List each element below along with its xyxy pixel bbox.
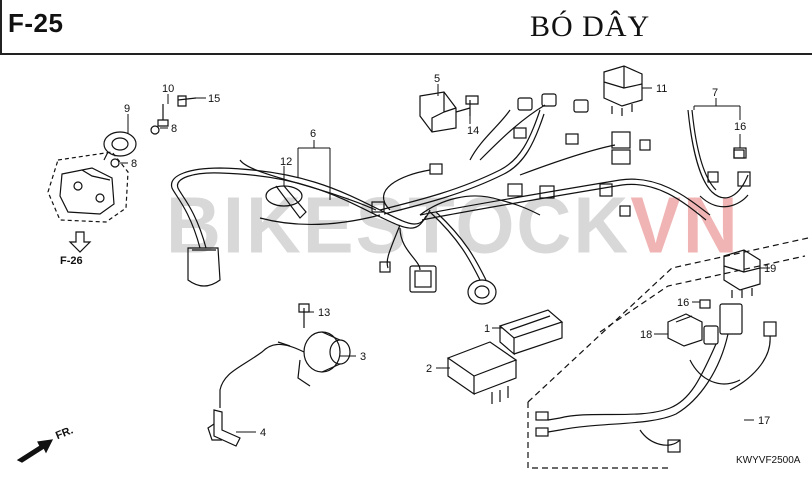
watermark-text-a: BIKESTOCK: [166, 180, 631, 271]
harness-boot: [187, 247, 221, 287]
header-left-border: [0, 0, 2, 54]
part-4-plug-cap: [207, 409, 241, 447]
page-code: F-25: [8, 8, 64, 38]
part-11-relay: [603, 65, 643, 116]
part-2-control-unit: [446, 341, 518, 404]
callout-4: 4: [260, 427, 266, 439]
inset-17-border-bottom: [527, 402, 672, 469]
callout-13: 13: [318, 307, 330, 319]
callout-19: 19: [764, 263, 776, 275]
callout-16b: 16: [677, 297, 689, 309]
callout-5: 5: [434, 73, 440, 85]
callout-14: 14: [467, 125, 479, 137]
callout-6: 6: [310, 128, 316, 140]
part-14-bolt: [465, 95, 479, 116]
callout-15: 15: [208, 93, 220, 105]
part-19-relay: [723, 249, 761, 298]
leader-lines: [120, 84, 770, 433]
header-divider: [0, 53, 812, 55]
part-13-bolt: [298, 303, 310, 328]
page-title: BÓ DÂY: [530, 10, 651, 43]
part-10-bolt: [157, 104, 169, 127]
inset-17-border-top: [527, 237, 809, 403]
watermark-text-b: VN: [630, 180, 740, 271]
callout-16a: 16: [734, 121, 746, 133]
part-15-bolt: [177, 95, 197, 107]
part-6-main-harness: [171, 104, 711, 281]
crossref-arrow: [68, 231, 92, 253]
inset-17-border-inner: [599, 255, 806, 333]
part-7-sub-harness: [687, 109, 751, 208]
reference-code: KWYVF2500A: [736, 455, 801, 466]
callout-1: 1: [484, 323, 490, 335]
callout-17: 17: [758, 415, 770, 427]
front-arrow-icon: [16, 439, 54, 463]
part-18-connector: [667, 313, 703, 347]
bracket-inset-border: [47, 151, 129, 223]
part-1-fuse-box: [498, 309, 564, 356]
mount-bracket: [59, 167, 115, 215]
callout-10: 10: [162, 83, 174, 95]
callout-11: 11: [656, 83, 667, 95]
callout-7: 7: [712, 87, 718, 99]
part-3-ignition-coil: [219, 331, 351, 408]
harness-connectors: [371, 93, 651, 273]
part-5-relay: [419, 91, 471, 133]
callout-12: 12: [280, 156, 292, 168]
part-8-washer: [110, 125, 160, 168]
part-17-inset-harness: [535, 303, 777, 453]
callout-3: 3: [360, 351, 366, 363]
callout-2: 2: [426, 363, 432, 375]
watermark: BIKESTOCKVN: [166, 186, 740, 266]
callout-18: 18: [640, 329, 652, 341]
callout-8a: 8: [171, 123, 177, 135]
part-12-band-clamp: [265, 185, 307, 219]
part-9-sensor: [103, 131, 137, 161]
harness-sockets: [409, 265, 497, 305]
callout-9: 9: [124, 103, 130, 115]
crossref-label: F-26: [60, 255, 83, 267]
callout-8b: 8: [131, 158, 137, 170]
part-16-clip: [699, 149, 745, 309]
